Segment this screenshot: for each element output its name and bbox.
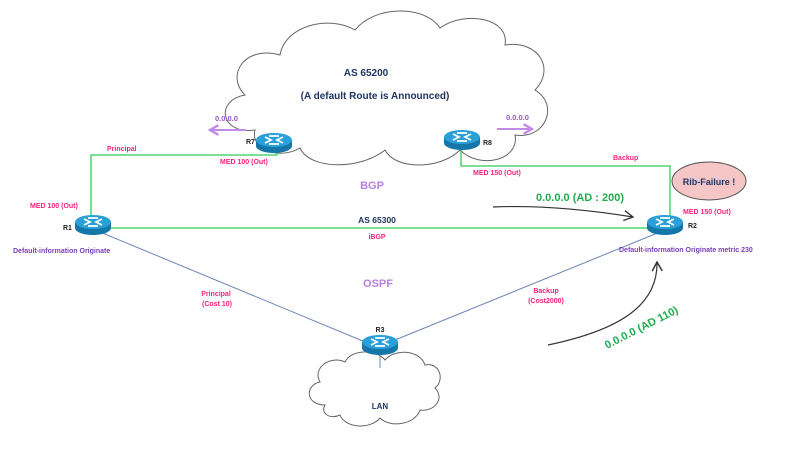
- link-r1-r7: [90, 145, 278, 224]
- router-r7-icon[interactable]: [255, 132, 293, 154]
- ospf-protocol-label: OSPF: [363, 278, 393, 290]
- r1-label: R1: [63, 225, 72, 232]
- r8-label: R8: [483, 140, 492, 147]
- link-r3-r2: [394, 231, 661, 341]
- link-r3-r2-cost: (Cost2000): [528, 298, 564, 305]
- rib-failure-badge: [671, 161, 747, 201]
- router-r8-icon[interactable]: [443, 129, 481, 151]
- as65200-cloud: [224, 10, 548, 166]
- as65200-title: AS 65200: [344, 68, 389, 79]
- r2-label: R2: [688, 223, 697, 230]
- rib-failure-label: Rib-Failure !: [683, 177, 736, 187]
- r7-med-label: MED 100 (Out): [220, 159, 268, 166]
- router-r2-icon[interactable]: [646, 214, 684, 236]
- as65200-subtitle: (A default Route is Announced): [301, 91, 450, 102]
- ospf-route-arrow: [547, 260, 663, 346]
- link-r1-r7-label: Principal: [107, 146, 137, 153]
- r8-med-label: MED 150 (Out): [473, 170, 521, 177]
- link-r1-r3: [99, 231, 371, 345]
- link-r1-r3-label: Principal: [201, 291, 231, 298]
- bgp-protocol-label: BGP: [360, 180, 384, 192]
- lan-label: LAN: [372, 402, 389, 411]
- r7-advert-label: 0.0.0.0: [215, 114, 238, 123]
- lan-cloud: [308, 351, 441, 427]
- r3-label: R3: [376, 327, 385, 334]
- r7-label: R7: [246, 139, 255, 146]
- link-r3-r2-label: Backup: [533, 288, 558, 295]
- r1-note: Default-information Originate: [13, 248, 110, 255]
- r1-med-label: MED 100 (Out): [30, 203, 78, 210]
- r2-med-label: MED 150 (Out): [683, 209, 731, 216]
- r8-advert-label: 0.0.0.0: [506, 113, 529, 122]
- ibgp-label: iBGP: [368, 234, 385, 241]
- link-r8-r2-label: Backup: [613, 155, 638, 162]
- link-r1-r3-cost: (Cost 10): [202, 301, 232, 308]
- router-r1-icon[interactable]: [74, 214, 112, 236]
- ibgp-as-label: AS 65300: [358, 215, 396, 225]
- bgp-route-label: 0.0.0.0 (AD : 200): [536, 192, 624, 204]
- link-r8-r2: [460, 145, 671, 218]
- router-r3-icon[interactable]: [361, 334, 399, 356]
- ospf-route-label: 0.0.0.0 (AD 110): [603, 304, 681, 351]
- r2-note: Default-information Originate metric 230: [619, 247, 753, 254]
- bgp-route-arrow: [492, 205, 635, 222]
